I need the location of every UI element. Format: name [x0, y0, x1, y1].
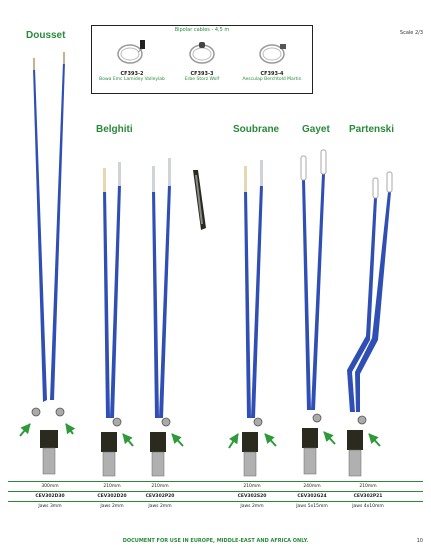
title-soubrane: Soubrane — [233, 124, 280, 135]
length-cell: 240mm — [303, 484, 321, 489]
length-cell: 210mm — [151, 484, 169, 489]
cable-coil-icon — [259, 44, 286, 64]
title-partenski: Partenski — [349, 124, 395, 135]
cable-code: CF393-4 — [260, 71, 284, 77]
jaws-cell: Jaws 2mm — [100, 504, 124, 509]
forceps-dousset — [19, 52, 76, 475]
scale-label: Scale 2/3 — [399, 30, 423, 36]
title-dousset: Dousset — [26, 30, 66, 41]
cable-item: CF393-2 Bowa Emc Lamidey Valleylab — [97, 34, 167, 94]
forceps-soubrane — [228, 160, 277, 477]
footer-disclaimer: DOCUMENT FOR USE IN EUROPE, MIDDLE-EAST … — [122, 538, 309, 544]
forceps-gayet — [300, 149, 336, 475]
title-gayet: Gayet — [302, 124, 330, 135]
table-row-codes: CEV302D30 CEV302D20 CEV302P20 CEV302S20 … — [8, 492, 423, 502]
code-cell: CEV302P20 — [145, 494, 175, 499]
cables-title: Bipolar cables - 4,5 m — [174, 27, 230, 33]
length-cell: 300mm — [41, 484, 59, 489]
cable-coil-icon — [117, 40, 145, 64]
forceps-belghiti — [101, 162, 134, 477]
cable-brand: Aesculap Berchtold Martin — [242, 77, 302, 82]
code-cell: CEV302D30 — [35, 494, 65, 499]
length-cell: 210mm — [103, 484, 121, 489]
bipolar-cables-box: Bipolar cables - 4,5 m CF393-2 Bowa Emc … — [91, 25, 313, 94]
spec-table: 300mm 210mm 210mm 210mm 240mm 210mm CEV3… — [8, 481, 423, 511]
forceps-illustration — [19, 52, 393, 477]
jaws-cell: Jaws 2mm — [148, 504, 172, 509]
cable-brand: Erbe Storz Wolf — [184, 77, 220, 82]
jaws-cell: Jaws 4x10mm — [352, 504, 384, 509]
code-cell: CEV302G24 — [297, 494, 327, 499]
table-row-lengths: 300mm 210mm 210mm 210mm 240mm 210mm — [8, 481, 423, 492]
forceps-partenski — [347, 171, 393, 477]
table-row-jaws: Jaws 3mm Jaws 2mm Jaws 2mm Jaws 2mm Jaws… — [8, 502, 423, 511]
cable-coil-icon — [189, 42, 215, 64]
length-cell: 210mm — [243, 484, 261, 489]
code-cell: CEV302P21 — [353, 494, 383, 499]
cable-code: CF393-3 — [190, 71, 214, 77]
forceps-belghiti-p — [150, 158, 206, 477]
code-cell: CEV302S20 — [237, 494, 267, 499]
jaws-cell: Jaws 3mm — [38, 504, 62, 509]
jaws-cell: Jaws 5x15mm — [296, 504, 328, 509]
cable-item: CF393-3 Erbe Storz Wolf — [167, 34, 237, 94]
length-cell: 210mm — [359, 484, 377, 489]
code-cell: CEV302D20 — [97, 494, 127, 499]
cable-code: CF393-2 — [120, 71, 144, 77]
jaws-cell: Jaws 2mm — [240, 504, 264, 509]
title-belghiti: Belghiti — [96, 124, 133, 135]
cable-brand: Bowa Emc Lamidey Valleylab — [99, 77, 165, 82]
page-number: 10 — [416, 538, 423, 544]
cable-item: CF393-4 Aesculap Berchtold Martin — [237, 34, 307, 94]
